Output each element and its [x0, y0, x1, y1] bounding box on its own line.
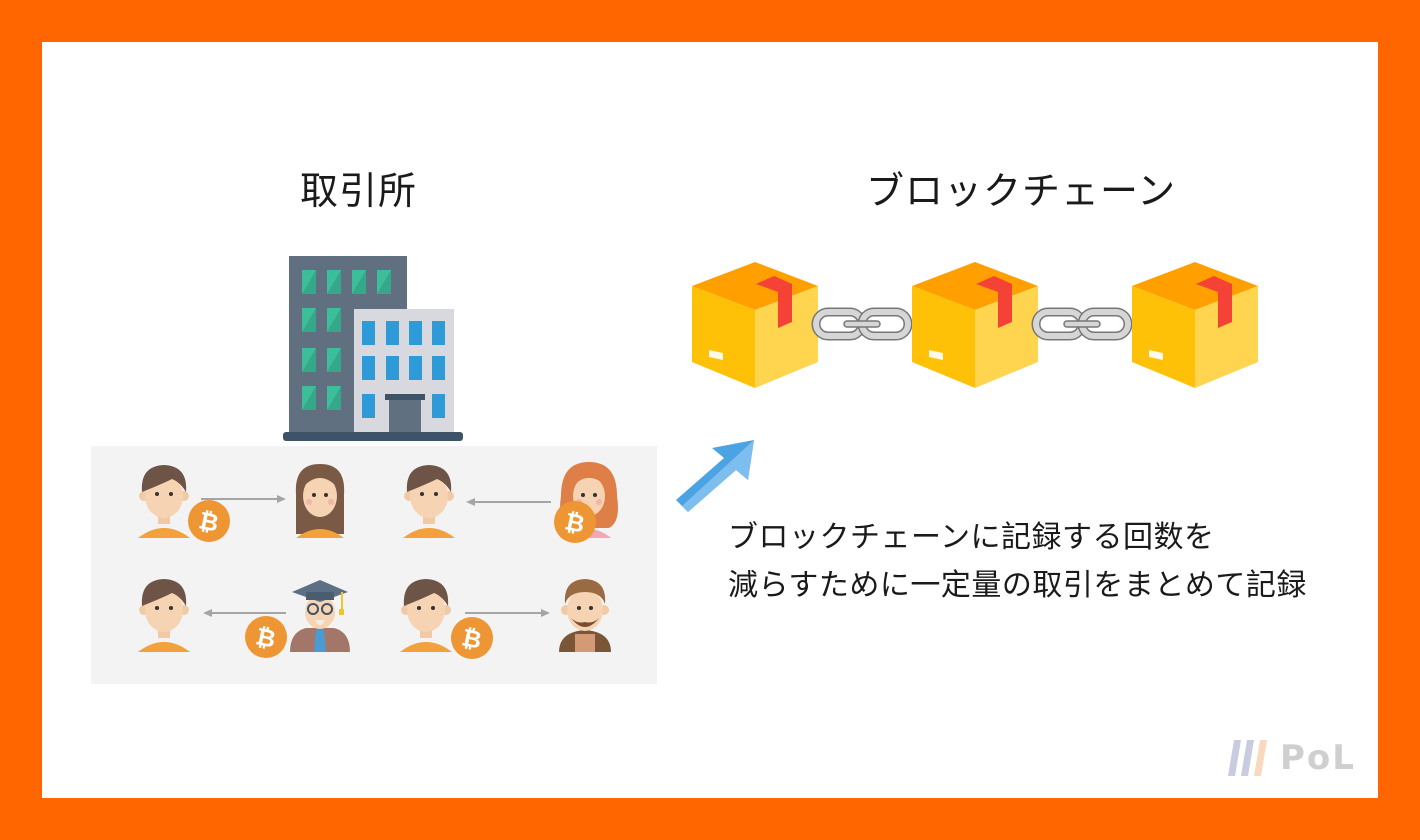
transaction-3	[138, 579, 350, 658]
transactions-panel: ₿	[91, 446, 657, 684]
transaction-1	[138, 464, 345, 542]
transaction-2	[403, 462, 618, 543]
chain-link-2	[1036, 312, 1128, 336]
logo-text: PoL	[1280, 738, 1356, 778]
blockchain-title: ブロックチェーン	[866, 169, 1177, 213]
description-line-2: 減らすために一定量の取引をまとめて記録	[728, 568, 1307, 603]
blockchain-description: ブロックチェーンに記録する回数を 減らすために一定量の取引をまとめて記録	[728, 514, 1307, 610]
block-3	[1132, 262, 1258, 388]
office-building-icon	[283, 256, 463, 441]
block-1	[692, 262, 818, 388]
blockchain-illustration	[692, 262, 1258, 388]
transactions-illustration: ₿	[138, 462, 618, 659]
transaction-4	[400, 579, 611, 659]
logo-stripes-icon	[1228, 740, 1267, 776]
chain-link-1	[816, 312, 908, 336]
slide-canvas: 取引所	[42, 42, 1378, 798]
arrow-up-right-icon	[676, 440, 754, 512]
block-2	[912, 262, 1038, 388]
description-line-1: ブロックチェーンに記録する回数を	[728, 520, 1215, 555]
exchange-title: 取引所	[300, 169, 418, 213]
pol-logo: PoL	[1228, 738, 1356, 778]
